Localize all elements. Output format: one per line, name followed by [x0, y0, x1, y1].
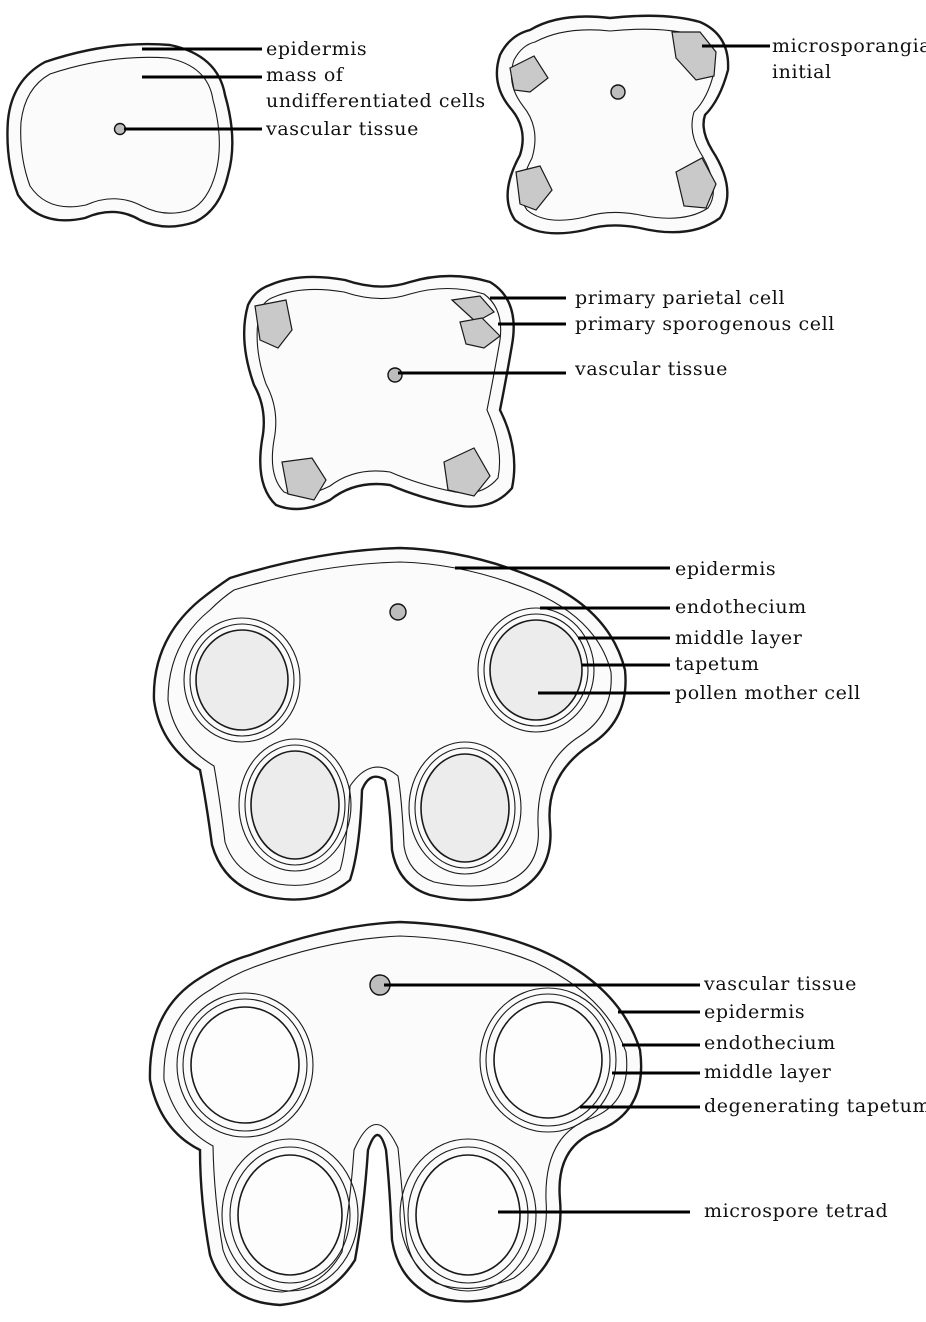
- stage3-label-primary-sporogenous-cell: primary sporogenous cell: [575, 313, 835, 335]
- stage4-label-endothecium: endothecium: [675, 596, 807, 618]
- stage1-label-mass-of: mass of: [266, 64, 345, 86]
- stage3-label-primary-parietal-cell: primary parietal cell: [575, 287, 785, 309]
- stage5-label-vascular-tissue: vascular tissue: [703, 973, 857, 995]
- stage5-label-endothecium: endothecium: [704, 1032, 836, 1054]
- stage5-label-degenerating-tapetum: degenerating tapetum: [704, 1095, 926, 1117]
- stage5-label-microspore-tetrad: microspore tetrad: [704, 1200, 888, 1222]
- stage4-label-middle-layer: middle layer: [675, 627, 803, 649]
- stage2-label-microsporangial: microsporangial: [772, 35, 926, 57]
- stage3-section: primary parietal cell primary sporogenou…: [244, 276, 835, 509]
- stage1-section: epidermis mass of undifferentiated cells…: [7, 38, 485, 227]
- stage4-vascular-tissue: [390, 604, 406, 620]
- stage2-label-initial: initial: [772, 61, 832, 83]
- stage4-label-pollen-mother-cell: pollen mother cell: [675, 682, 861, 704]
- stage4-label-epidermis: epidermis: [675, 558, 776, 580]
- stage2-section: microsporangial initial: [497, 16, 926, 234]
- stage2-vascular-tissue: [611, 85, 625, 99]
- stage3-vascular-tissue: [388, 368, 402, 382]
- stage4-label-tapetum: tapetum: [675, 653, 759, 675]
- stage4-section: epidermis endothecium middle layer tapet…: [154, 548, 861, 900]
- stage5-label-epidermis: epidermis: [704, 1001, 805, 1023]
- stage1-label-vascular-tissue: vascular tissue: [265, 118, 419, 140]
- stage5-label-middle-layer: middle layer: [704, 1061, 832, 1083]
- stage3-label-vascular-tissue: vascular tissue: [574, 358, 728, 380]
- stage5-section: vascular tissue epidermis endothecium mi…: [150, 922, 926, 1305]
- stage1-label-undifferentiated-cells: undifferentiated cells: [266, 90, 486, 112]
- stage1-vascular-tissue: [115, 124, 126, 135]
- stage1-label-epidermis: epidermis: [266, 38, 367, 60]
